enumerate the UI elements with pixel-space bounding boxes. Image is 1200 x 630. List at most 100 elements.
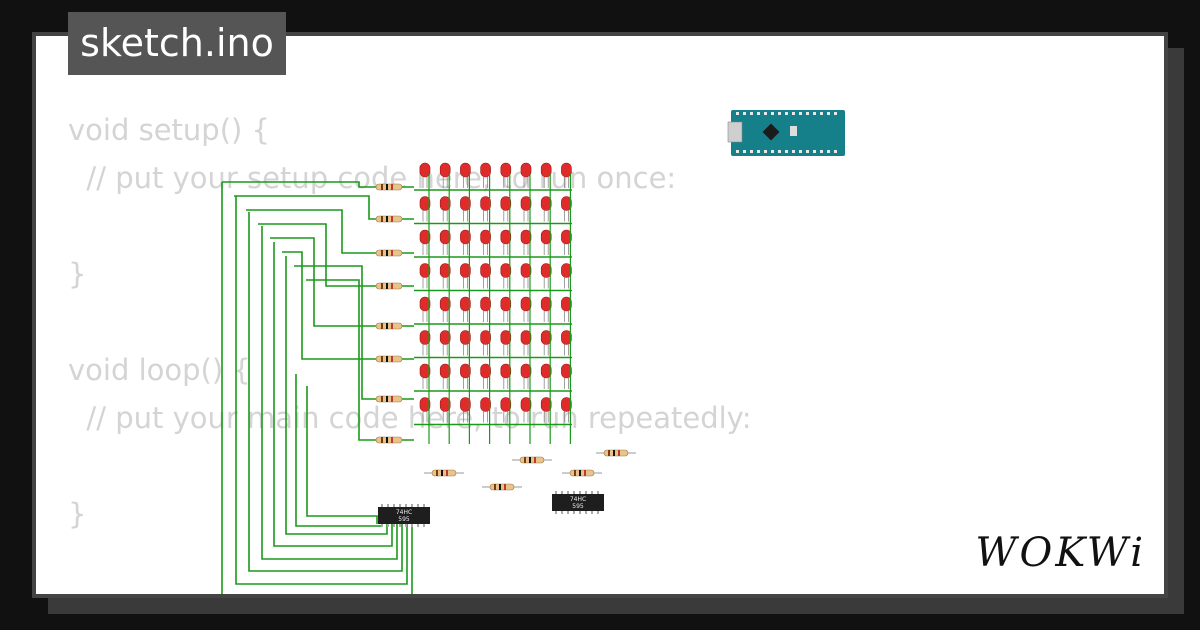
- shift-register-chip: [378, 507, 430, 524]
- led: [460, 263, 471, 278]
- header-pin: [834, 112, 837, 115]
- led: [480, 263, 491, 278]
- resistor-band: [391, 250, 393, 256]
- chip-label: 74HC: [396, 509, 412, 516]
- wire: [248, 212, 403, 572]
- resistor-band: [381, 356, 383, 362]
- led: [561, 263, 572, 278]
- wire: [306, 386, 378, 524]
- resistor-band: [608, 450, 610, 456]
- header-pin: [799, 112, 802, 115]
- led: [480, 363, 491, 379]
- wire: [261, 226, 398, 560]
- resistor-band: [499, 484, 501, 490]
- chip-pin: [579, 491, 581, 494]
- resistor-band: [391, 356, 393, 362]
- led: [480, 229, 491, 245]
- wokwi-logo: WOKWi: [975, 530, 1146, 576]
- led: [439, 397, 451, 412]
- code-line: void loop() {: [68, 353, 251, 387]
- led: [439, 162, 451, 178]
- resistor: [519, 456, 545, 464]
- led: [439, 330, 451, 345]
- led: [500, 397, 512, 412]
- resistor-band: [391, 437, 393, 443]
- microcontroller-chip: [762, 123, 780, 141]
- preview-card: void setup() { // put your setup code he…: [32, 32, 1168, 598]
- led: [439, 196, 451, 211]
- chip-label: 595: [398, 516, 410, 523]
- resistor-band: [386, 283, 388, 289]
- board-component: [790, 126, 797, 136]
- led: [460, 296, 471, 312]
- chip-pin: [597, 511, 599, 514]
- header-pin: [750, 150, 753, 153]
- led: [419, 363, 431, 379]
- chip-pin: [417, 504, 419, 507]
- chip-pin: [591, 511, 593, 514]
- resistor-band: [446, 470, 448, 476]
- resistor-band: [584, 470, 586, 476]
- header-pin: [820, 112, 823, 115]
- led: [500, 363, 512, 379]
- resistor: [431, 469, 457, 477]
- header-pin: [743, 112, 746, 115]
- resistor-band: [534, 457, 536, 463]
- wire: [273, 242, 393, 547]
- chip-pin: [417, 524, 419, 527]
- led: [540, 363, 552, 379]
- chip-pin: [585, 511, 587, 514]
- header-pin: [785, 112, 788, 115]
- led: [561, 296, 572, 312]
- resistor-band: [494, 484, 496, 490]
- resistor-band: [381, 283, 383, 289]
- chip-pin: [561, 491, 563, 494]
- led: [520, 363, 532, 379]
- led: [419, 196, 431, 211]
- led: [439, 229, 451, 245]
- chip-pin: [555, 511, 557, 514]
- wire: [234, 195, 414, 220]
- resistor-band: [381, 396, 383, 402]
- chip-pin: [381, 504, 383, 507]
- chip-label: 74HC: [570, 496, 586, 503]
- filename-tab[interactable]: sketch.ino: [68, 12, 286, 75]
- header-pin: [771, 112, 774, 115]
- resistor: [375, 249, 403, 257]
- chip-pin: [381, 524, 383, 527]
- chip-pin: [405, 524, 407, 527]
- chip-pin: [411, 504, 413, 507]
- chip-pin: [405, 504, 407, 507]
- led: [540, 229, 552, 245]
- led: [500, 330, 512, 345]
- code-line: void setup() {: [68, 113, 270, 147]
- chip-pin: [411, 524, 413, 527]
- header-pin: [813, 150, 816, 153]
- header-pin: [743, 150, 746, 153]
- resistor-band: [381, 216, 383, 222]
- resistor-band: [386, 184, 388, 190]
- header-pin: [764, 112, 767, 115]
- chip-pin: [399, 504, 401, 507]
- led: [540, 397, 552, 412]
- code-line: }: [68, 497, 87, 531]
- chip-pin: [561, 511, 563, 514]
- led: [540, 196, 552, 211]
- resistor-band: [391, 184, 393, 190]
- led: [561, 397, 572, 412]
- led: [520, 162, 532, 178]
- led: [561, 162, 572, 178]
- resistor-band: [386, 250, 388, 256]
- header-pin: [771, 150, 774, 153]
- led: [419, 330, 431, 345]
- header-pin: [806, 112, 809, 115]
- header-pin: [827, 112, 830, 115]
- chip-pin: [591, 491, 593, 494]
- chip-pin: [387, 524, 389, 527]
- header-pin: [778, 150, 781, 153]
- led: [520, 196, 532, 211]
- chip-pin: [573, 511, 575, 514]
- led: [439, 296, 451, 312]
- header-pin: [799, 150, 802, 153]
